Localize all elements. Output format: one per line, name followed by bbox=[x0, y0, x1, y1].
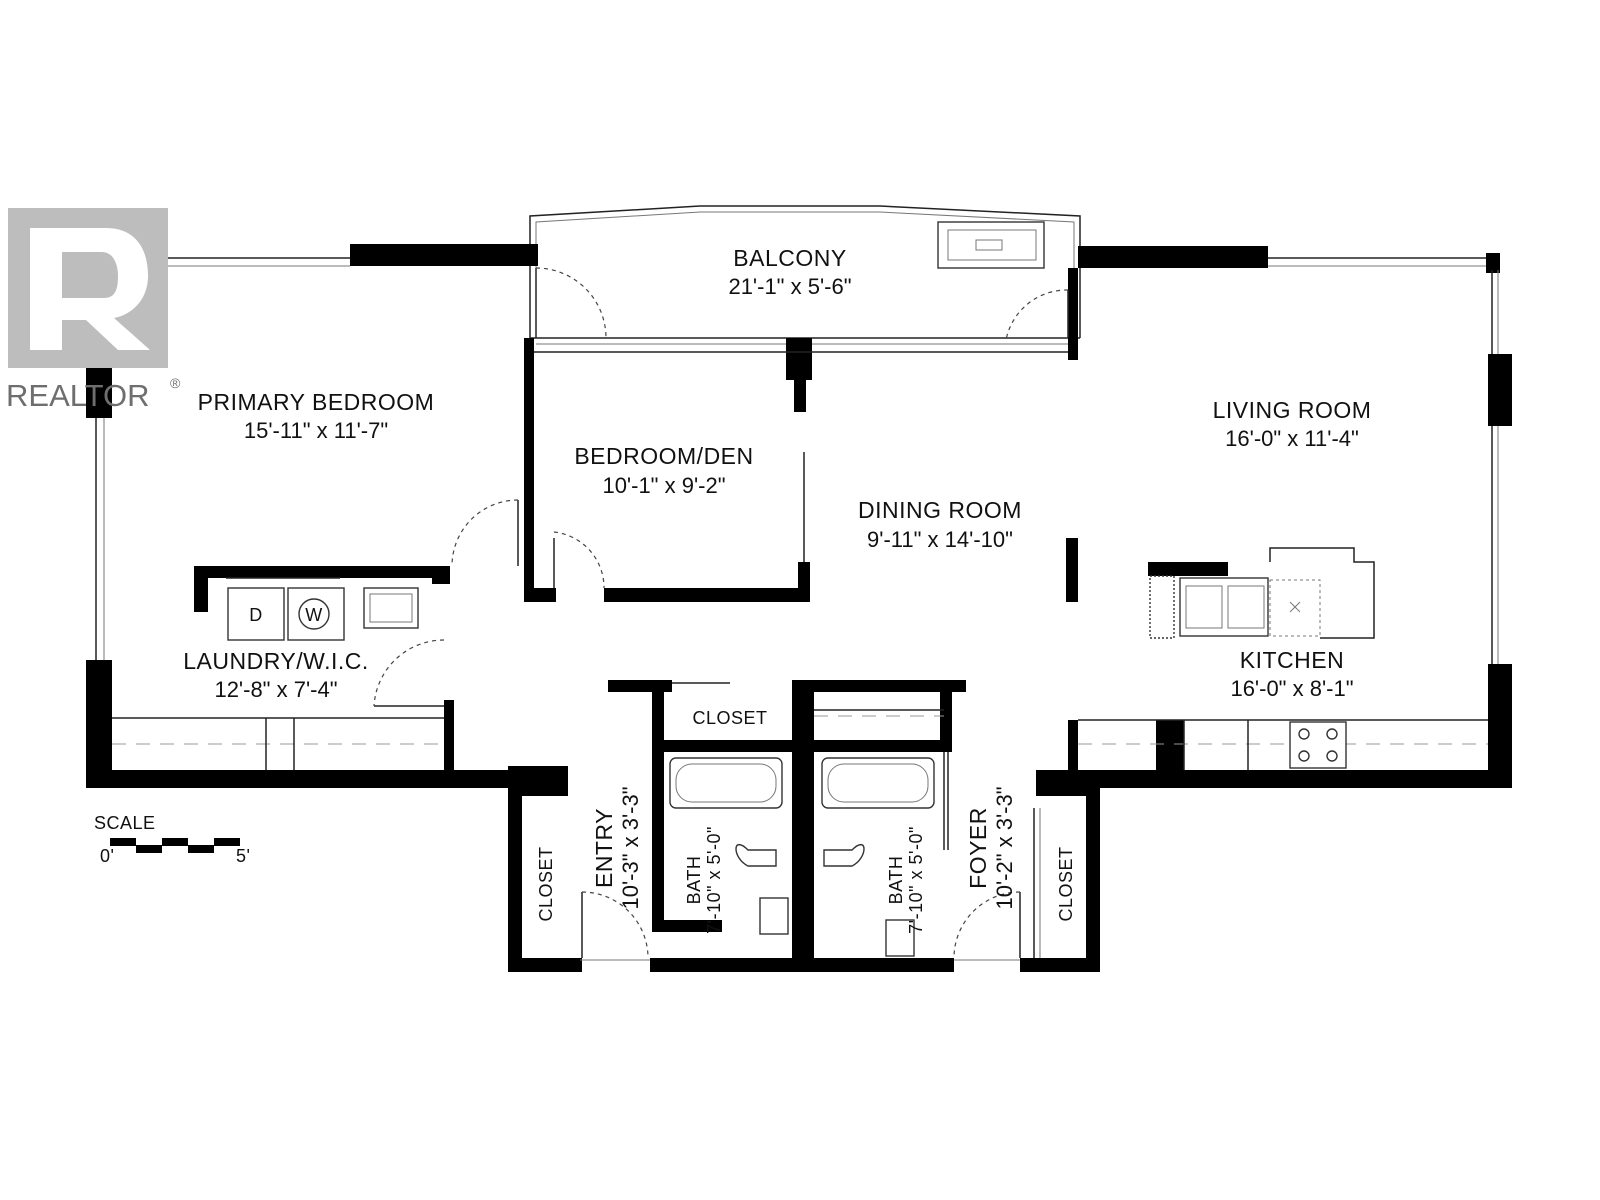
bedroom-den-dims: 10'-1" x 9'-2" bbox=[602, 473, 725, 498]
kitchen-label: KITCHEN bbox=[1240, 647, 1344, 673]
living-room-label: LIVING ROOM bbox=[1213, 397, 1372, 423]
scale-end: 5' bbox=[236, 846, 250, 866]
entry-label: ENTRY bbox=[591, 808, 617, 888]
bedroom-den-label: BEDROOM/DEN bbox=[574, 443, 753, 469]
laundry-label: LAUNDRY/W.I.C. bbox=[183, 648, 369, 674]
scale-start: 0' bbox=[100, 846, 114, 866]
entry-closet-label: CLOSET bbox=[536, 846, 556, 921]
foyer-dims: 10'-2" x 3'-3" bbox=[992, 786, 1017, 909]
foyer-closet-label: CLOSET bbox=[1056, 846, 1076, 921]
bath-2-dims: 7'-10" x 5'-0" bbox=[906, 826, 926, 934]
bath-1-dims: 7'-10" x 5'-0" bbox=[704, 826, 724, 934]
laundry-dims: 12'-8" x 7'-4" bbox=[214, 677, 337, 702]
washer-label: W bbox=[305, 605, 323, 625]
room-labels: BALCONY 21'-1" x 5'-6" PRIMARY BEDROOM 1… bbox=[183, 245, 1371, 934]
scale-title: SCALE bbox=[94, 813, 156, 833]
entry-dims: 10'-3" x 3'-3" bbox=[618, 786, 643, 909]
bath-1-label: BATH bbox=[684, 856, 704, 905]
primary-bedroom-dims: 15'-11" x 11'-7" bbox=[244, 418, 388, 443]
scale-bar: SCALE 0' 5' bbox=[94, 813, 250, 866]
hall-closet-label: CLOSET bbox=[692, 708, 767, 728]
dining-room-label: DINING ROOM bbox=[858, 497, 1022, 523]
exterior-walls bbox=[86, 244, 1512, 972]
balcony-dims: 21'-1" x 5'-6" bbox=[728, 274, 851, 299]
dining-room-dims: 9'-11" x 14'-10" bbox=[867, 527, 1013, 552]
doors bbox=[373, 267, 1069, 961]
living-room-dims: 16'-0" x 11'-4" bbox=[1225, 426, 1359, 451]
dryer-label: D bbox=[249, 605, 263, 625]
interior-walls bbox=[194, 268, 1184, 972]
realtor-registered-mark: ® bbox=[170, 375, 181, 391]
foyer-label: FOYER bbox=[965, 807, 991, 889]
fixtures bbox=[112, 221, 1488, 957]
realtor-logo-text: REALTOR bbox=[6, 378, 150, 413]
bath-2-label: BATH bbox=[886, 856, 906, 905]
realtor-logo: REALTOR ® bbox=[6, 208, 181, 413]
balcony-label: BALCONY bbox=[733, 245, 846, 271]
kitchen-dims: 16'-0" x 8'-1" bbox=[1230, 676, 1353, 701]
primary-bedroom-label: PRIMARY BEDROOM bbox=[198, 389, 435, 415]
